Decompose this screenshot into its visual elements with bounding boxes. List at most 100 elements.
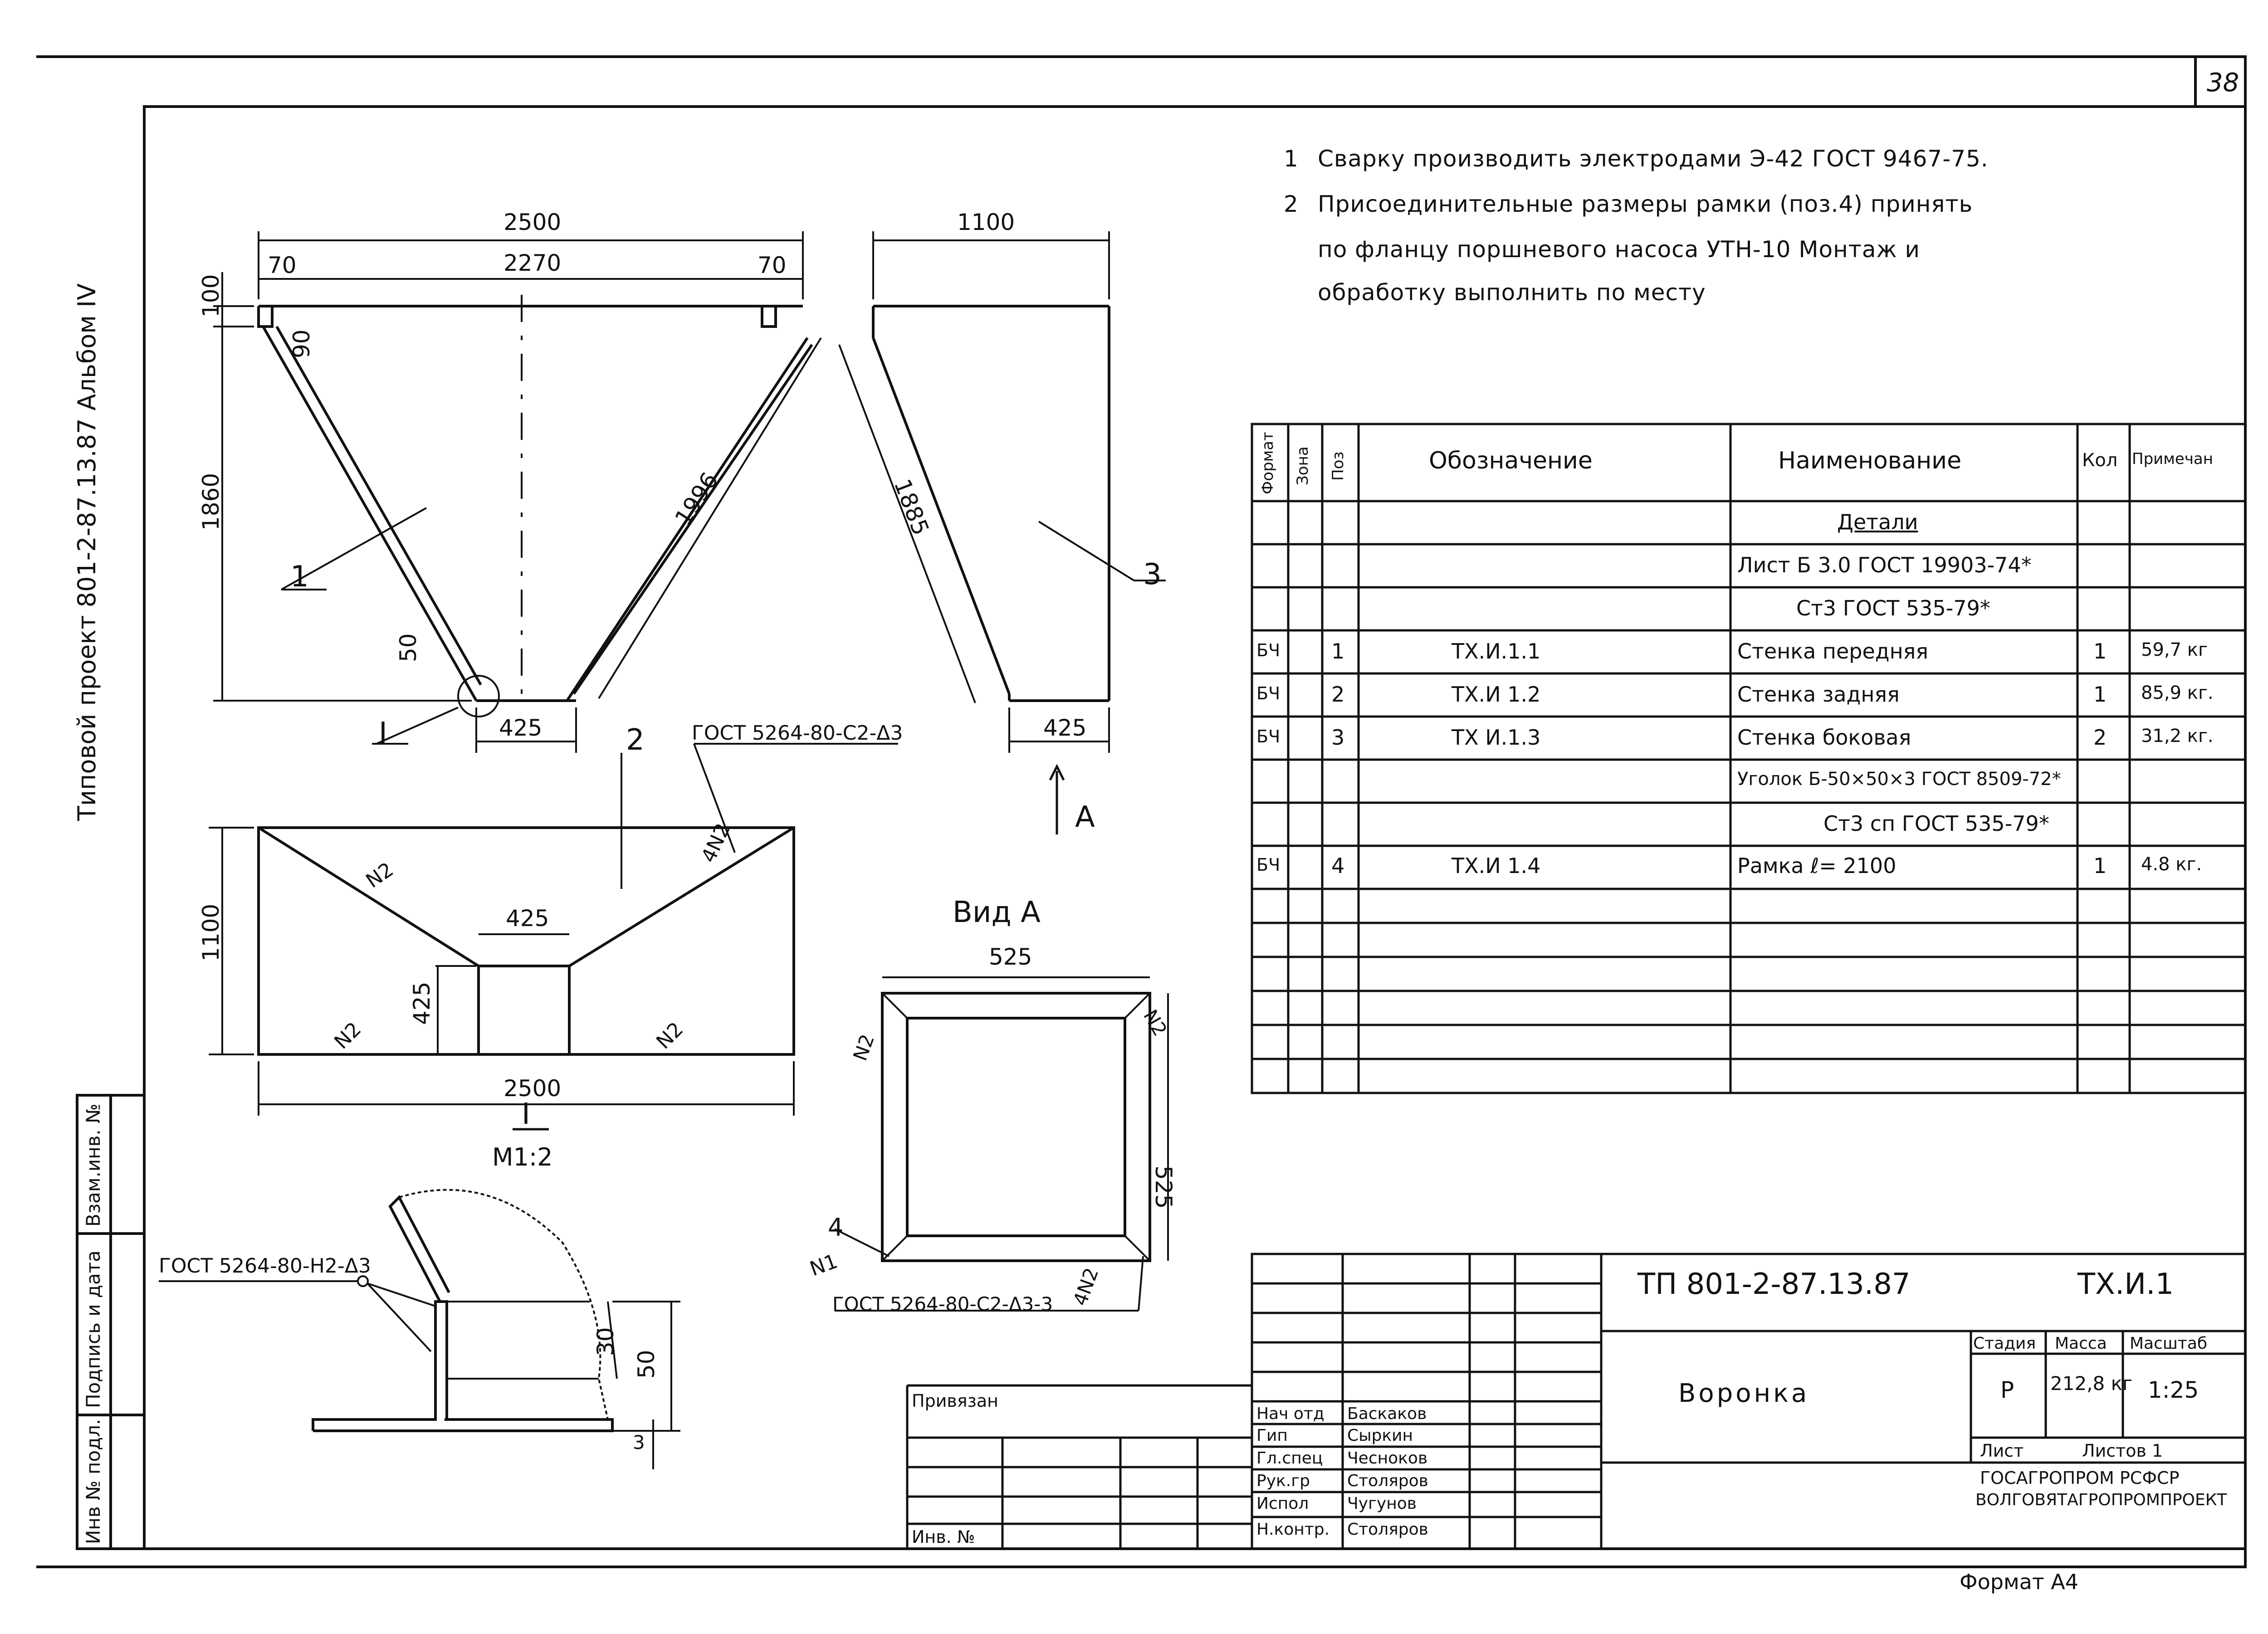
- signer-1-name: Сыркин: [1347, 1426, 1413, 1445]
- side-pos-3: 3: [1143, 558, 1162, 591]
- note-1-text: Сварку производить электродами Э-42 ГОСТ…: [1318, 146, 1989, 172]
- row-5-format: БЧ: [1256, 727, 1281, 746]
- stage-label: Стадия: [1973, 1334, 2036, 1353]
- row-4-name: Стенка задняя: [1737, 682, 1900, 707]
- front-dim-inner: 2270: [503, 250, 562, 276]
- row-5-pos: 3: [1331, 725, 1345, 750]
- th-pos: Поз: [1329, 451, 1347, 481]
- row-4-qty: 1: [2093, 682, 2107, 707]
- signer-4-role: Испол: [1256, 1494, 1309, 1513]
- row-5-name: Стенка боковая: [1737, 725, 1911, 750]
- format-label: Формат А4: [1960, 1570, 2078, 1594]
- row-3-designation: ТХ.И.1.1: [1452, 639, 1541, 663]
- detail-dim-3: 3: [633, 1431, 645, 1454]
- note-2-cont-2: обработку выполнить по месту: [1318, 279, 1706, 306]
- row-8-format: БЧ: [1256, 855, 1281, 875]
- stamp-vzam-inv: Взам.инв. №: [82, 1103, 104, 1227]
- mass-value: 212,8 кг: [2050, 1372, 2133, 1395]
- org-1: ГОСАГРОПРОМ РСФСР: [1980, 1468, 2180, 1488]
- sheet-number: 38: [2207, 68, 2239, 98]
- front-pos-1: 1: [290, 560, 309, 594]
- note-1-num: 1: [1284, 146, 1299, 172]
- front-dim-100: 100: [198, 274, 224, 317]
- row-4-designation: ТХ.И 1.2: [1452, 682, 1541, 707]
- side-title: Типовой проект 801-2-87.13.87 Альбом IV: [73, 283, 101, 821]
- front-dim-70-left: 70: [268, 252, 297, 278]
- view-a-pos-4: 4: [828, 1213, 844, 1242]
- row-4-note: 85,9 кг.: [2141, 683, 2214, 703]
- row-2-name: Ст3 ГОСТ 535-79*: [1796, 596, 1990, 620]
- signer-3-role: Рук.гр: [1256, 1472, 1310, 1490]
- signer-0-name: Баскаков: [1347, 1405, 1427, 1423]
- view-a-dim-right: 525: [1150, 1166, 1177, 1209]
- inv-no-label: Инв. №: [912, 1527, 975, 1547]
- row-5-note: 31,2 кг.: [2141, 726, 2214, 746]
- row-6-name: Уголок Б-50×50×3 ГОСТ 8509-72*: [1737, 769, 2061, 790]
- view-a-weld-label: ГОСТ 5264-80-С2-Δ3-3: [832, 1293, 1053, 1315]
- sheets-label: Листов 1: [2082, 1441, 2163, 1461]
- plan-dim-width: 2500: [503, 1075, 562, 1102]
- signer-3-name: Столяров: [1347, 1472, 1428, 1490]
- row-8-qty: 1: [2093, 854, 2107, 878]
- view-arrow-a: A: [1075, 800, 1095, 834]
- doc-title: Воронка: [1678, 1379, 1810, 1408]
- signer-5-name: Столяров: [1347, 1520, 1428, 1539]
- signer-0-role: Нач отд: [1256, 1405, 1325, 1423]
- row-3-name: Стенка передняя: [1737, 639, 1928, 663]
- row-8-name: Рамка ℓ= 2100: [1737, 854, 1897, 878]
- row-3-note: 59,7 кг: [2141, 639, 2208, 660]
- row-3-format: БЧ: [1256, 640, 1281, 660]
- plan-view: [209, 743, 898, 1116]
- row-4-pos: 2: [1331, 682, 1345, 707]
- front-dim-90: 90: [288, 329, 315, 358]
- stamp-inv-podl: Инв № подл.: [82, 1419, 104, 1544]
- note-2-text: Присоединительные размеры рамки (поз.4) …: [1318, 191, 1973, 217]
- stage-value: Р: [2000, 1377, 2014, 1403]
- plan-dim-height: 1100: [198, 903, 224, 961]
- row-4-format: БЧ: [1256, 683, 1281, 703]
- doc-suffix: ТХ.И.1: [2077, 1268, 2174, 1301]
- row-8-designation: ТХ.И 1.4: [1452, 854, 1541, 878]
- th-note: Примечан: [2132, 450, 2213, 468]
- row-8-pos: 4: [1331, 854, 1345, 878]
- detail-title-mark: I: [522, 1097, 530, 1131]
- doc-code: ТП 801-2-87.13.87: [1637, 1268, 1911, 1301]
- front-dim-70-right: 70: [758, 252, 787, 278]
- view-a-title: Вид А: [953, 896, 1041, 929]
- front-dim-50: 50: [395, 633, 421, 662]
- detail-mark-front: I: [379, 717, 387, 750]
- org-2: ВОЛГОВЯТАГРОПРОМПРОЕКТ: [1975, 1491, 2227, 1509]
- front-dim-height: 1860: [198, 473, 224, 531]
- stamp-sign-date: Подпись и дата: [82, 1250, 104, 1408]
- sheet-label: Лист: [1980, 1441, 2024, 1461]
- plan-weld-label: ГОСТ 5264-80-С2-Δ3: [692, 722, 903, 745]
- th-zone: Зона: [1294, 446, 1312, 485]
- view-a-dim-top: 525: [989, 944, 1032, 970]
- side-view: [838, 231, 1166, 834]
- front-pos-2: 2: [626, 723, 645, 757]
- row-0-name: Детали: [1837, 510, 1918, 534]
- plan-dim-inner-h: 425: [409, 981, 435, 1025]
- front-dim-top: 2500: [503, 209, 562, 235]
- row-7-name: Ст3 сп ГОСТ 535-79*: [1823, 811, 2049, 836]
- side-dim-bottom: 425: [1043, 715, 1087, 741]
- plan-dim-inner-w: 425: [506, 905, 549, 932]
- spec-table-grid: [1251, 423, 2247, 1094]
- scale-label: Масштаб: [2130, 1334, 2208, 1353]
- note-2-num: 2: [1284, 191, 1299, 217]
- view-a: [834, 976, 1169, 1312]
- signer-1-role: Гип: [1256, 1426, 1288, 1445]
- signer-4-name: Чугунов: [1347, 1494, 1417, 1513]
- title-block-grid: [906, 1253, 2247, 1550]
- th-name: Наименование: [1778, 447, 1962, 474]
- row-3-pos: 1: [1331, 639, 1345, 663]
- front-view: [213, 231, 822, 753]
- note-2-cont-1: по фланцу поршневого насоса УТН-10 Монта…: [1318, 236, 1920, 263]
- row-3-qty: 1: [2093, 639, 2107, 663]
- row-8-note: 4.8 кг.: [2141, 854, 2202, 875]
- row-5-qty: 2: [2093, 725, 2107, 750]
- row-1-name: Лист Б 3.0 ГОСТ 19903-74*: [1737, 553, 2032, 577]
- th-designation: Обозначение: [1429, 447, 1593, 474]
- scale-value: 1:25: [2148, 1377, 2199, 1403]
- row-5-designation: ТХ И.1.3: [1452, 725, 1541, 750]
